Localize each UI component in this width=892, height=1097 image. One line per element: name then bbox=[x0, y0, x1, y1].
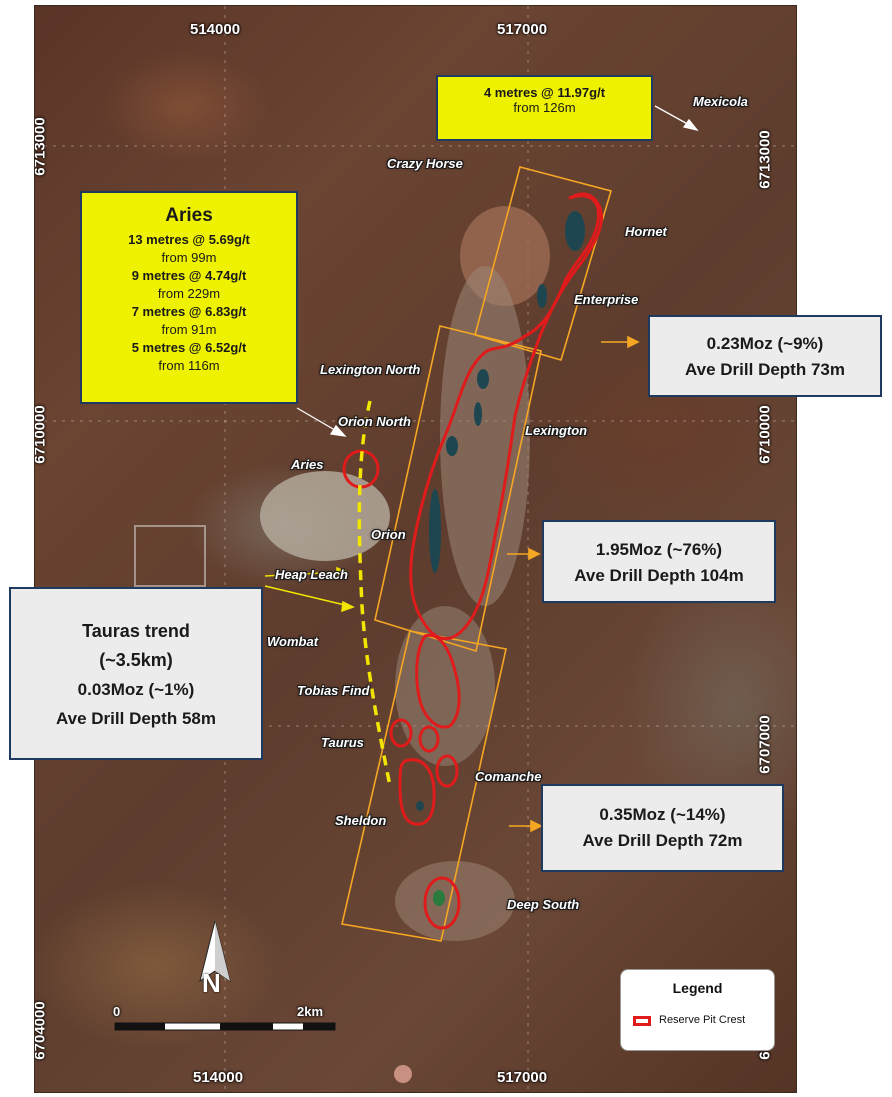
callout-south-block: 0.35Moz (~14%) Ave Drill Depth 72m bbox=[541, 784, 784, 872]
easting-label-top-left: 514000 bbox=[190, 21, 241, 38]
callout-aries: Aries 13 metres @ 5.69g/t from 99m 9 met… bbox=[80, 191, 298, 404]
aries-intercept-3-grade: 7 metres @ 6.83g/t bbox=[131, 304, 247, 319]
legend-title: Legend bbox=[672, 980, 723, 996]
northing-label-left-mid: 6710000 bbox=[34, 405, 49, 464]
terrain-spot bbox=[394, 1065, 412, 1083]
northing-label-right-low: 6707000 bbox=[756, 715, 774, 774]
scale-bar-start: 0 bbox=[113, 1004, 121, 1019]
north-arrow-icon bbox=[199, 920, 231, 983]
place-label-taurus: Taurus bbox=[321, 735, 364, 750]
aries-intercept-3-from: from 91m bbox=[161, 322, 217, 337]
northing-label-left-bottom: 6704000 bbox=[34, 1001, 49, 1060]
aries-intercept-1-grade: 13 metres @ 5.69g/t bbox=[128, 232, 250, 247]
block-pointer-arrows bbox=[507, 335, 640, 833]
south-block-depth: Ave Drill Depth 72m bbox=[582, 831, 743, 850]
callout-aries-title: Aries bbox=[165, 205, 213, 226]
callout-central-block: 1.95Moz (~76%) Ave Drill Depth 104m bbox=[542, 520, 776, 603]
legend-item-label: Reserve Pit Crest bbox=[659, 1014, 746, 1026]
scale-bar-graphic bbox=[114, 1022, 336, 1031]
easting-label-bottom-left: 514000 bbox=[193, 1069, 244, 1086]
callout-mexicola: 4 metres @ 11.97g/t from 126m bbox=[436, 75, 653, 141]
aries-intercept-4-grade: 5 metres @ 6.52g/t bbox=[131, 340, 247, 355]
place-label-lexington-north: Lexington North bbox=[320, 362, 421, 377]
aries-intercept-2-from: from 229m bbox=[157, 286, 221, 301]
map-overlay bbox=[35, 6, 796, 1092]
pit-lakes bbox=[416, 211, 585, 906]
place-label-deep-south: Deep South bbox=[507, 897, 580, 912]
central-block-depth: Ave Drill Depth 104m bbox=[574, 566, 744, 585]
easting-label-bottom-right: 517000 bbox=[497, 1069, 548, 1086]
central-block-ounces: 1.95Moz (~76%) bbox=[595, 540, 723, 559]
place-label-wombat: Wombat bbox=[267, 634, 319, 649]
easting-label-top-right: 517000 bbox=[497, 21, 548, 38]
northing-label-right-top: 6713000 bbox=[756, 130, 774, 189]
callout-mexicola-grade: 4 metres @ 11.97g/t bbox=[483, 85, 606, 100]
place-label-crazy-horse: Crazy Horse bbox=[387, 156, 463, 171]
place-label-orion: Orion bbox=[371, 527, 406, 542]
tauras-trend-title: Tauras trend bbox=[82, 621, 190, 641]
callout-mexicola-from: from 126m bbox=[513, 100, 576, 115]
legend-swatch-reserve-pit-crest bbox=[633, 1016, 651, 1026]
aries-intercept-4-from: from 116m bbox=[158, 358, 220, 373]
place-label-hornet: Hornet bbox=[625, 224, 667, 239]
place-label-tobias-find: Tobias Find bbox=[297, 683, 370, 698]
place-label-mexicola: Mexicola bbox=[693, 94, 748, 109]
north-block-ounces: 0.23Moz (~9%) bbox=[706, 334, 824, 353]
north-arrow-label: N bbox=[202, 968, 221, 998]
aries-intercept-1-from: from 99m bbox=[161, 250, 217, 265]
north-block-depth: Ave Drill Depth 73m bbox=[685, 360, 845, 379]
pointer-arrows bbox=[296, 105, 699, 437]
trend-pointer-arrows bbox=[264, 566, 355, 613]
northing-label-right-mid: 6710000 bbox=[756, 405, 774, 464]
tauras-trend-depth: Ave Drill Depth 58m bbox=[56, 709, 216, 728]
tauras-trend-line bbox=[357, 400, 392, 787]
reserve-pit-crests bbox=[342, 192, 603, 930]
tauras-trend-ounces: 0.03Moz (~1%) bbox=[77, 680, 195, 699]
northing-label-left-top: 6713000 bbox=[34, 117, 49, 176]
place-label-aries: Aries bbox=[291, 457, 324, 472]
place-label-sheldon: Sheldon bbox=[335, 813, 387, 828]
resource-blocks bbox=[341, 166, 613, 942]
callout-tauras-trend: Tauras trend (~3.5km) 0.03Moz (~1%) Ave … bbox=[9, 587, 263, 760]
tauras-trend-length: (~3.5km) bbox=[99, 650, 173, 670]
scale-bar-end: 2km bbox=[297, 1004, 324, 1019]
aries-intercept-2-grade: 9 metres @ 4.74g/t bbox=[131, 268, 247, 283]
legend: Legend Reserve Pit Crest bbox=[620, 969, 775, 1051]
place-label-orion-north: Orion North bbox=[338, 414, 411, 429]
place-label-enterprise: Enterprise bbox=[574, 292, 639, 307]
south-block-ounces: 0.35Moz (~14%) bbox=[599, 805, 726, 824]
place-label-comanche: Comanche bbox=[475, 769, 542, 784]
place-label-lexington: Lexington bbox=[525, 423, 588, 438]
place-label-heap-leach: Heap Leach bbox=[275, 567, 348, 582]
callout-north-block: 0.23Moz (~9%) Ave Drill Depth 73m bbox=[648, 315, 882, 397]
